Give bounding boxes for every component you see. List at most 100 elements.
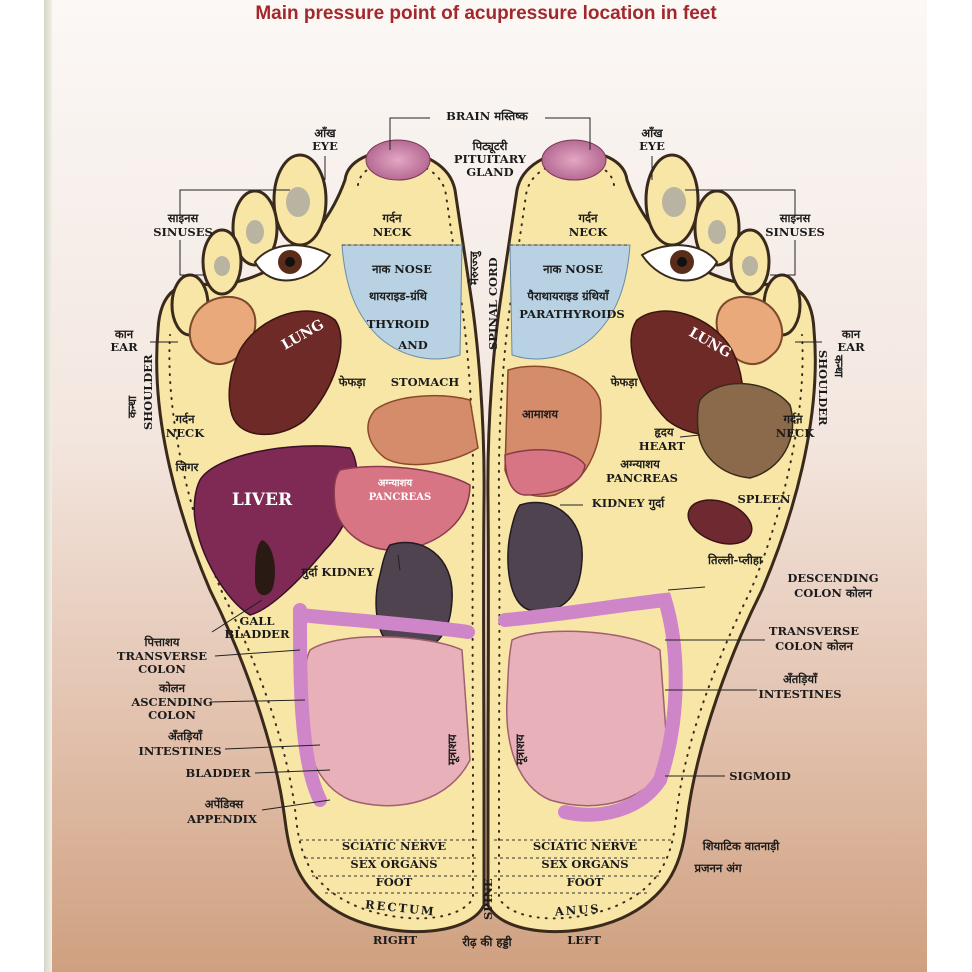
- label-right-neck2-hi: गर्दन: [175, 412, 196, 426]
- label-left-intestines: INTESTINES: [758, 687, 841, 701]
- right-sinus-spot: [286, 187, 310, 217]
- right-brain: [365, 139, 431, 181]
- left-sinus-spot-3: [742, 256, 758, 276]
- label-spleen: SPLEEN: [737, 492, 791, 506]
- label-left-shoulder-en: SHOULDER: [816, 350, 830, 426]
- book-binding-edge: [44, 0, 52, 972]
- left-foot: [486, 139, 817, 934]
- label-right-transverse-colon: COLON: [138, 662, 186, 676]
- label-ascending-colon: COLON: [148, 708, 196, 722]
- label-right-pancreas-hi: अग्न्याशय: [378, 478, 414, 489]
- leader-lines: [150, 117, 822, 811]
- label-right-pancreas: PANCREAS: [369, 492, 432, 503]
- label-ascending-hi: कोलन: [158, 681, 186, 695]
- label-right-ear-hi: कान: [114, 327, 134, 341]
- label-left-neck-en: NECK: [569, 225, 608, 239]
- label-gall-bladder: BLADDER: [225, 627, 290, 641]
- left-parathyroid: [509, 244, 631, 360]
- label-right: RIGHT: [373, 933, 418, 947]
- label-left-sinuses-en: SINUSES: [765, 225, 825, 239]
- label-sex-organs-hi: प्रजनन अंग: [693, 861, 742, 875]
- label-left-ear-en: EAR: [837, 340, 865, 354]
- label-stomach: STOMACH: [391, 375, 460, 389]
- diagram-title: Main pressure point of acupressure locat…: [255, 3, 717, 24]
- right-sinus-spot-2: [246, 220, 264, 244]
- label-gall: GALL: [240, 614, 275, 628]
- labels: BRAIN मस्तिष्क पिट्यूटरी PITUITARY GLAND…: [110, 109, 878, 949]
- label-spine: SPINE: [481, 878, 495, 920]
- label-spinal-cord-hi: मेरुरज्जु: [467, 250, 482, 286]
- label-spinal-cord-en: SPINAL CORD: [486, 257, 500, 350]
- label-left-pancreas: PANCREAS: [606, 471, 678, 485]
- label-right-neck-en: NECK: [373, 225, 412, 239]
- label-brain: BRAIN मस्तिष्क: [446, 109, 529, 123]
- label-gland: GLAND: [466, 165, 513, 179]
- label-left: LEFT: [567, 933, 601, 947]
- label-left-neck2-en: NECK: [776, 426, 815, 440]
- label-heart: HEART: [639, 439, 686, 453]
- label-right-transverse: TRANSVERSE: [117, 649, 207, 663]
- label-gall-hi: पित्ताशय: [144, 635, 181, 649]
- label-right-eye-en: EYE: [312, 139, 338, 153]
- label-right-foot: FOOT: [376, 875, 413, 889]
- label-right-intestines-hi: अँतड़ियाँ: [168, 729, 203, 743]
- right-ear-icon: [188, 295, 257, 365]
- left-brain: [541, 139, 607, 181]
- left-spleen: [687, 499, 753, 545]
- label-spleen-hi: तिल्ली-प्लीहा: [707, 553, 763, 567]
- right-colon: [293, 603, 475, 807]
- label-left-neck-hi: गर्दन: [578, 211, 599, 225]
- left-sinus-spot: [662, 187, 686, 217]
- label-left-foot: FOOT: [567, 875, 604, 889]
- label-liver: LIVER: [232, 490, 293, 510]
- label-right-ear-en: EAR: [110, 340, 138, 354]
- label-parathyroids-en: PARATHYROIDS: [519, 307, 624, 321]
- label-sigmoid: SIGMOID: [729, 769, 791, 783]
- label-thyroid-and: AND: [397, 338, 427, 352]
- label-liver-hi: जिगर: [175, 460, 200, 474]
- right-sinus-spot-3: [214, 256, 230, 276]
- label-left-ear-hi: कान: [841, 327, 861, 341]
- right-intestines: [301, 636, 471, 807]
- label-left-transverse-colon: COLON कोलन: [775, 639, 853, 653]
- label-left-sinuses-hi: साइनस: [779, 211, 812, 225]
- label-left-sciatic: SCIATIC NERVE: [533, 839, 638, 853]
- label-appendix-hi: अपेंडिक्स: [205, 797, 245, 811]
- left-intestines: [506, 630, 669, 807]
- label-left-kidney: KIDNEY गुर्दा: [592, 496, 665, 511]
- label-parathyroids-hi: पैराथायराइड ग्रंथियाँ: [526, 289, 609, 303]
- left-foot-dotted-outline: [497, 160, 804, 920]
- label-left-lung-hi: फेफड़ा: [610, 375, 639, 389]
- label-left-eye-en: EYE: [639, 139, 665, 153]
- right-liver: [193, 445, 358, 616]
- label-sciatic-hi: शियाटिक वातनाड़ी: [702, 839, 780, 853]
- label-heart-hi: हृदय: [653, 425, 674, 439]
- label-left-neck2-hi: गर्दन: [783, 412, 804, 426]
- label-left-intestines-hi: अँतड़ियाँ: [783, 672, 818, 686]
- label-left-eye-hi: आँख: [641, 126, 663, 140]
- label-right-sinuses-en: SINUSES: [153, 225, 213, 239]
- label-right-intestines: INTESTINES: [138, 744, 221, 758]
- label-descending: DESCENDING: [787, 571, 878, 585]
- label-right-neck-hi: गर्दन: [382, 211, 403, 225]
- label-left-bladder-hi: मूत्राशय: [513, 733, 528, 766]
- label-right-sinuses-hi: साइनस: [167, 211, 200, 225]
- label-appendix: APPENDIX: [186, 812, 257, 826]
- label-stomach-hi: आमाशय: [522, 407, 559, 421]
- label-right-nose: नाक NOSE: [371, 262, 432, 276]
- label-left-pancreas-hi: अग्न्याशय: [620, 457, 661, 471]
- left-eye-icon: [640, 244, 719, 282]
- label-thyroid-hi: थायराइड-ग्रंथि: [369, 289, 428, 303]
- label-left-nose: नाक NOSE: [542, 262, 603, 276]
- label-pituitary-en: PITUITARY: [454, 152, 527, 166]
- label-right-neck2-en: NECK: [166, 426, 205, 440]
- label-bladder: BLADDER: [186, 766, 251, 780]
- label-spine-hi: रीढ़ की हड्डी: [461, 935, 512, 949]
- label-thyroid-en: THYROID: [367, 317, 430, 331]
- label-left-shoulder-hi: कन्धा: [832, 354, 846, 378]
- label-pituitary-hi: पिट्यूटरी: [472, 139, 509, 154]
- label-right-eye-hi: आँख: [314, 126, 336, 140]
- right-foot-dotted-outline: [168, 160, 475, 920]
- label-right-shoulder-en: SHOULDER: [141, 354, 155, 430]
